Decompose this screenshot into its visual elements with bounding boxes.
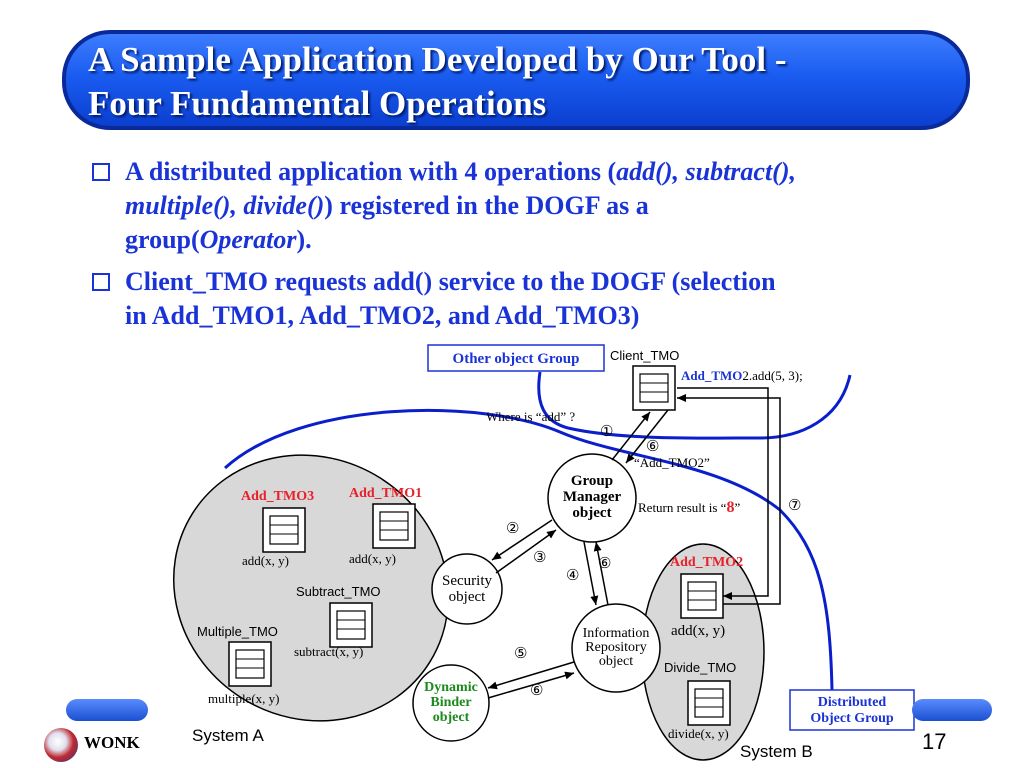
footer-org: WONK [84,733,140,752]
step-4-marker: ④ [566,568,579,584]
multiple-tmo-label: Multiple_TMO [197,624,278,639]
add-tmo1-label: Add_TMO1 [349,486,422,501]
add-tmo2-icon [680,573,724,619]
add-tmo1-icon [372,503,416,549]
dynamic-binder-node [412,664,490,742]
bullet-square-icon [92,163,110,181]
arrow-5-to-binder [487,661,575,690]
footer-bar-left [66,699,148,721]
security-node [431,553,503,625]
multiple-tmo-icon [228,641,272,687]
add-tmo2-label: Add_TMO2 [670,555,743,570]
arrow-4-to-repository [583,541,599,606]
security-line2: object [449,589,486,605]
step-2-marker: ② [506,521,519,537]
group-manager-line2: Manager [563,489,622,505]
binder-line1: Dynamic [424,680,478,695]
bullet-1-segment: multiple(), divide() [125,191,325,220]
security-line1: Security [442,573,492,589]
multiple-tmo-method: multiple(x, y) [208,691,280,706]
arrow-2-to-security [491,519,553,561]
client-call-text: Add_TMO2.add(5, 3); [681,368,803,383]
title-line-2: Four Fundamental Operations [88,84,547,123]
subtract-tmo-label: Subtract_TMO [296,584,381,599]
system-a-label: System A [192,726,264,745]
other-group-boundary-curve [537,371,852,440]
bullet-2: Client_TMO requests add() service to the… [92,265,992,335]
bullet-1-segment: add(), subtract(), [616,157,796,186]
dogf-label-box [789,689,915,731]
return-value: 8 [726,499,734,516]
step-6c-marker: ⑥ [530,683,543,699]
divide-tmo-method: divide(x, y) [668,726,729,741]
arrow-7-invoke [677,387,769,600]
call-args: 2.add(5, 3); [742,368,802,383]
slide-title: A Sample Application Developed by Our To… [88,38,948,126]
group-manager-node [547,453,637,543]
other-group-label: Other object Group [453,351,580,367]
bullet-1-segment: group( [125,225,200,254]
subtract-tmo-method: subtract(x, y) [294,644,363,659]
step-6a-marker: ⑥ [646,439,659,455]
call-target: Add_TMO [681,368,742,383]
dogf-label-line2: Object Group [810,711,894,726]
divide-tmo-label: Divide_TMO [664,660,736,675]
info-repo-line2: Repository [585,640,646,655]
add-tmo3-label: Add_TMO3 [241,489,314,504]
subtract-tmo-icon [329,602,373,648]
bullet-1-segment: A distributed application with 4 operati… [125,157,617,186]
where-is-add-label: Where is “add” ? [486,409,575,424]
binder-line2: Binder [430,695,471,710]
university-logo-icon [44,728,78,762]
bullet-2-segment: in Add_TMO1, Add_TMO2, and Add_TMO3) [125,301,640,330]
bullet-2-text: Client_TMO requests add() service to the… [125,265,776,333]
other-group-label-box [427,344,605,372]
add-tmo1-method: add(x, y) [349,551,396,566]
page-number: 17 [922,729,947,754]
group-manager-line3: object [572,505,611,521]
arrow-6-reply [625,409,669,464]
return-result-label: Return result is “8” [638,499,740,516]
return-suffix: ” [734,500,740,515]
arrow-6-from-binder [487,671,575,699]
step-1-marker: ① [600,424,613,440]
add-tmo3-icon [262,507,306,553]
bullet-1-segment: ) registered in the DOGF as a [324,191,649,220]
client-tmo-icon [632,365,676,411]
title-line-1: A Sample Application Developed by Our To… [88,40,787,79]
group-manager-line1: Group [571,473,613,489]
arrow-7-return [677,394,781,605]
binder-line3: object [433,710,470,725]
return-prefix: Return result is “ [638,500,727,515]
arrow-3-from-security [495,529,557,574]
client-tmo-label: Client_TMO [610,348,679,363]
footer-bar-right [912,699,992,721]
step-6b-marker: ⑥ [598,556,611,572]
divide-tmo-icon [687,680,731,726]
bullet-1-text: A distributed application with 4 operati… [125,155,796,257]
title-banner [62,30,970,130]
step-5-marker: ⑤ [514,646,527,662]
dogf-label-line1: Distributed [818,695,887,710]
bullet-1-segment: Operator [199,225,297,254]
system-b-label: System B [740,742,813,761]
reply-add-tmo2-label: “Add_TMO2” [634,455,710,470]
info-repo-line3: object [599,654,633,669]
bullet-2-segment: Client_TMO requests add() service to the… [125,267,776,296]
info-repo-line1: Information [583,626,650,641]
bullet-square-icon [92,273,110,291]
step-7-marker: ⑦ [788,498,801,514]
add-tmo2-method: add(x, y) [671,623,725,639]
add-tmo3-method: add(x, y) [242,553,289,568]
bullet-1-segment: ). [296,225,312,254]
step-3-marker: ③ [533,550,546,566]
information-repository-node [571,603,661,693]
arrow-6-from-repository [593,541,609,606]
arrow-1-request [611,411,651,461]
bullet-1: A distributed application with 4 operati… [92,155,992,265]
